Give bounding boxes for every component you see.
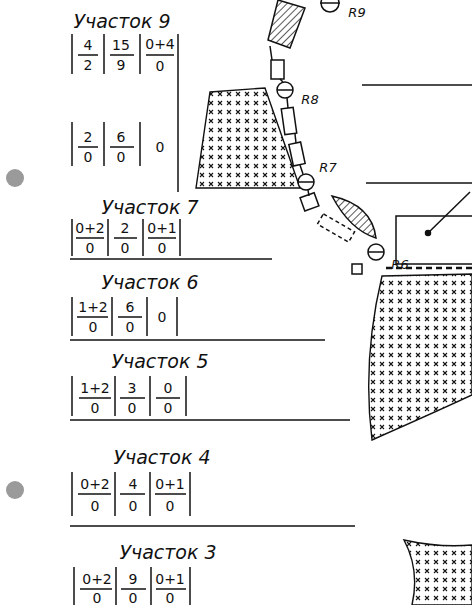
table-cell: 0 (84, 150, 93, 164)
table-cell: 0 (129, 499, 138, 513)
table-cell: 0 (91, 499, 100, 513)
section-title: Участок 7 (101, 198, 198, 217)
table-cell: 0+2 (80, 477, 110, 491)
section-title: Участок 4 (113, 448, 210, 467)
table-cell: 0 (128, 401, 137, 415)
table-cell: 0 (126, 320, 135, 334)
table-cell: 2 (121, 221, 130, 235)
table-cell: 0+1 (155, 572, 185, 586)
table-cell: 0+2 (75, 221, 105, 235)
table-cell: 0 (156, 59, 165, 73)
table-cell: 1+2 (78, 300, 108, 314)
table-cell: 0+1 (147, 221, 177, 235)
table-cell: 0 (164, 381, 173, 395)
table-cell: 0 (166, 591, 175, 605)
table-cell: 6 (117, 130, 126, 144)
table-cell: 2 (84, 130, 93, 144)
table-cell: 9 (117, 58, 126, 72)
table-cell: 6 (126, 300, 135, 314)
element-label: R9 (348, 6, 365, 19)
table-cell: 0 (93, 591, 102, 605)
table-cell: 0 (156, 140, 165, 154)
table-cell: 15 (112, 38, 130, 52)
table-cell: 0 (158, 310, 167, 324)
section-title: Участок 6 (101, 273, 198, 292)
table-cell: 0 (117, 150, 126, 164)
table-cell: 0+2 (82, 572, 112, 586)
element-label: R6 (391, 258, 408, 271)
table-cell: 1+2 (80, 381, 110, 395)
element-label: R7 (319, 161, 336, 174)
table-cell: 0+4 (145, 37, 175, 51)
section-title: Участок 5 (111, 352, 208, 371)
element-label: R8 (301, 93, 318, 106)
table-cell: 0 (86, 241, 95, 255)
table-cell: 0 (164, 401, 173, 415)
table-cell: 0 (129, 591, 138, 605)
table-cell: 9 (129, 572, 138, 586)
section-title: Участок 9 (73, 12, 170, 31)
table-cell: 0 (121, 241, 130, 255)
table-cell: 0 (89, 320, 98, 334)
table-cell: 0+1 (155, 477, 185, 491)
section-title: Участок 3 (119, 543, 216, 562)
table-cell: 0 (91, 401, 100, 415)
table-cell: 4 (84, 38, 93, 52)
table-cell: 4 (129, 477, 138, 491)
table-cell: 3 (128, 381, 137, 395)
table-cell: 0 (158, 241, 167, 255)
table-cell: 0 (166, 499, 175, 513)
table-cell: 2 (84, 58, 93, 72)
